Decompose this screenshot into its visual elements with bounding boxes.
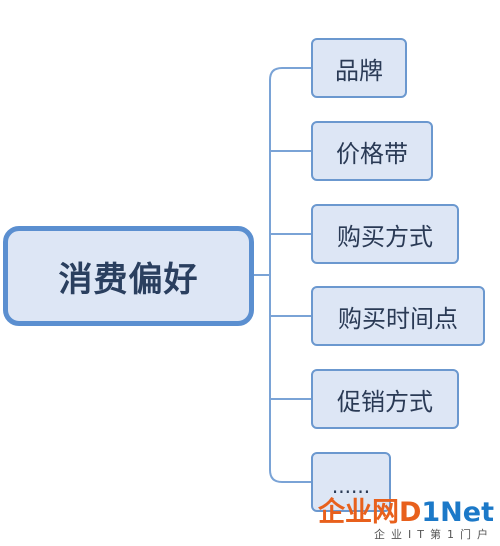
branch-node-label: ...... [331,474,371,498]
branch-node-label: 购买方式 [337,222,433,251]
branch-node-purchase-time: 购买时间点 [311,286,485,346]
branch-node-promotion-method: 促销方式 [311,369,459,429]
branch-node-label: 价格带 [336,139,408,168]
watermark-logo-text: 企业网D1Net [317,497,494,528]
watermark-subtitle: 企业IT第1门户 [374,528,494,541]
branch-node-brand: 品牌 [311,38,407,98]
branch-node-purchase-method: 购买方式 [311,204,459,264]
branch-node-label: 促销方式 [337,387,433,416]
watermark-logo: 企业网D1Net 企业IT第1门户 [318,499,494,540]
connector-trunk [269,67,283,483]
branch-node-label: 购买时间点 [338,304,458,333]
root-node-label: 消费偏好 [58,259,199,300]
branch-node-label: 品牌 [335,56,383,85]
root-node: 消费偏好 [3,226,254,326]
branch-node-more: ...... [311,452,391,512]
branch-node-price-band: 价格带 [311,121,433,181]
